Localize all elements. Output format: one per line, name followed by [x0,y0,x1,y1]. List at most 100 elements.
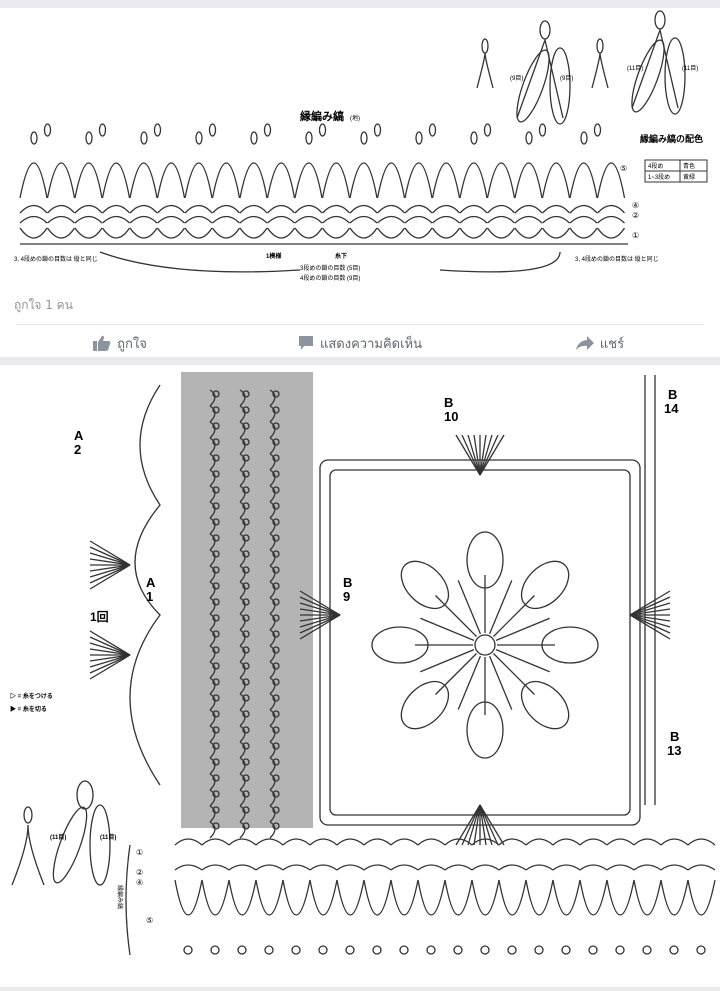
chain-arc [687,838,716,846]
svg-text:青色: 青色 [683,162,695,170]
chain-arc [19,204,48,214]
picot-arch [211,162,241,199]
chain-arc [498,864,527,871]
picot-loop [360,131,368,145]
chain-arc [184,204,213,214]
picot-arch [486,162,516,199]
picot-loop [195,131,203,145]
picot [212,646,220,654]
picot [669,945,679,955]
picot [272,806,280,814]
picot-arch [660,879,689,916]
color-legend-title: 縁編み縞の配色 [640,133,703,144]
picot [212,534,220,542]
chain-arc [349,227,378,239]
picot [242,534,250,542]
divider [16,324,704,325]
fan-stroke [89,654,131,668]
fan-stroke [89,558,131,566]
chain-arc [569,227,598,239]
picot [264,945,274,955]
picot [212,582,220,590]
chain-arc [267,204,295,214]
fan-stroke [89,648,131,656]
chain-arc [321,227,351,239]
bracket [125,844,131,956]
picot [212,742,220,750]
spoke [435,595,477,637]
repeat-label: 1模様 [266,252,282,260]
like-button[interactable]: ถูกใจ [0,328,240,358]
picot [242,390,250,398]
picot [272,726,280,734]
picot [212,694,220,702]
fan-stroke [479,804,499,846]
picot [212,630,220,638]
comment-label: แสดงความคิดเห็น [319,336,422,352]
comment-button[interactable]: แสดงความคิดเห็น [240,328,480,358]
picot [242,678,250,686]
chain-arc [322,204,350,214]
picot [212,710,220,718]
row-marker: ② [632,211,639,220]
share-button[interactable]: แชร์ [480,328,720,358]
picot [212,758,220,766]
chain-loop [664,37,686,115]
picot [272,438,280,446]
stitch-count: (11目) [627,65,643,72]
chain-arc [459,204,488,214]
fan-stroke [89,630,131,656]
chain-arc [487,204,515,214]
picot [242,758,250,766]
like-count[interactable]: ถูกใจ 1 คน [14,298,73,312]
picot [272,822,280,830]
picot-loop [140,131,148,145]
chain-arc [255,864,284,871]
picot-loop [76,780,94,810]
fan-stroke [479,434,493,476]
picot-arch [174,879,203,916]
chain-arc [239,215,268,224]
picot-arch [606,879,635,916]
picot [242,486,250,494]
fan-stroke [467,804,481,846]
fan-stroke [479,434,505,476]
fan-stroke [89,654,131,674]
picot [272,742,280,750]
picot [212,518,220,526]
fan-stroke [89,642,131,656]
picot [272,614,280,622]
chain-arc [309,838,338,846]
fan-stroke [89,564,131,572]
picot-arch [633,879,662,916]
chain-arc [541,227,571,239]
chain-arc [471,838,500,846]
chain-arc [74,204,103,214]
chain-arc [174,838,203,846]
picot [272,662,280,670]
picot [242,790,250,798]
picot-arch [309,879,338,916]
chain-arc [211,227,241,239]
picot [372,945,382,955]
crochet-edging-diagram: 縁編み縞 (地) 縁編み縞の配色 4段め 青色 1~3段め 黄緑 (9目) (9… [14,10,708,282]
like-label: ถูกใจ [117,336,147,352]
picot [272,646,280,654]
chain-arc [569,215,598,224]
chain-arc [102,215,130,224]
picot [272,390,280,398]
picot [426,945,436,955]
chain-arc [390,864,419,871]
chain-arc [471,864,500,871]
picot [212,470,220,478]
fan-stroke [299,596,341,616]
picot [242,406,250,414]
chain-arc [74,215,103,224]
picot-loop [481,38,489,54]
fan-stroke [455,804,481,846]
picot-arch [239,162,268,199]
spoke [495,617,550,642]
picot-loop [263,123,272,137]
fan-stroke [89,564,131,584]
